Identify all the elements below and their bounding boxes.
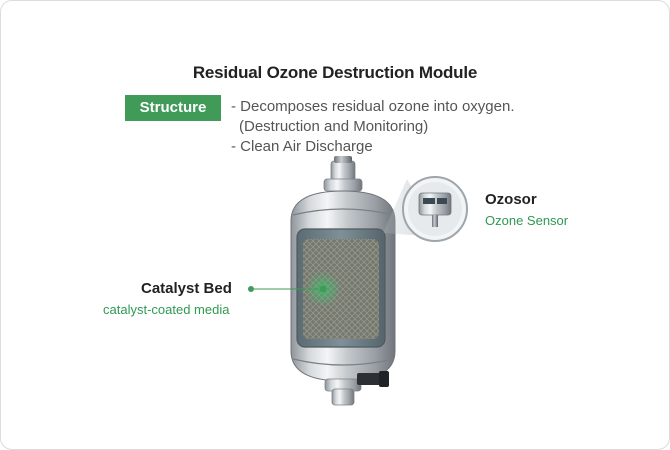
- ozone-sensor-icon: [418, 192, 452, 227]
- description-line-3: - Clean Air Discharge: [231, 138, 373, 155]
- sensor-name: Ozosor: [485, 191, 537, 208]
- bottom-fitting: [324, 371, 389, 406]
- sensor-subtitle: Ozone Sensor: [485, 213, 569, 228]
- description-line-1: - Decomposes residual ozone into oxygen.: [231, 98, 515, 115]
- sensor-callout: [383, 176, 468, 242]
- structure-badge: Structure: [125, 95, 221, 121]
- top-fitting: [323, 156, 363, 192]
- catalyst-subtitle: catalyst-coated media: [103, 302, 230, 317]
- catalyst-leader-dot: [248, 286, 254, 292]
- catalyst-window: [296, 228, 386, 348]
- catalyst-name: Catalyst Bed: [141, 280, 232, 297]
- description-line-2: (Destruction and Monitoring): [239, 118, 429, 135]
- page-title: Residual Ozone Destruction Module: [192, 63, 478, 82]
